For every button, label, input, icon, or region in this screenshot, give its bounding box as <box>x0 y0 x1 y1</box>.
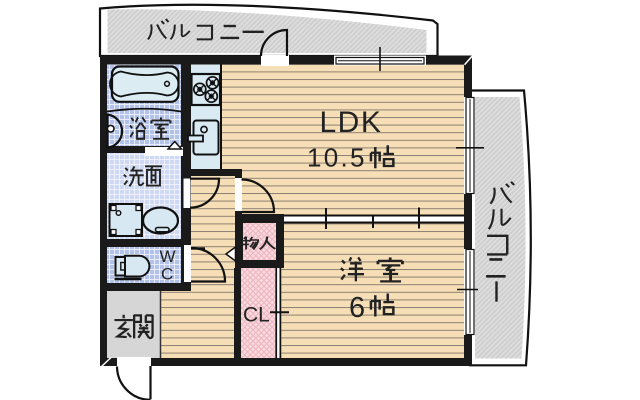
svg-text:6: 6 <box>349 292 365 324</box>
svg-text:CL: CL <box>243 304 270 327</box>
svg-text:LDK: LDK <box>320 106 383 139</box>
svg-text:10.5: 10.5 <box>307 143 367 173</box>
svg-text:W: W <box>160 247 176 266</box>
svg-text:C: C <box>161 265 173 284</box>
